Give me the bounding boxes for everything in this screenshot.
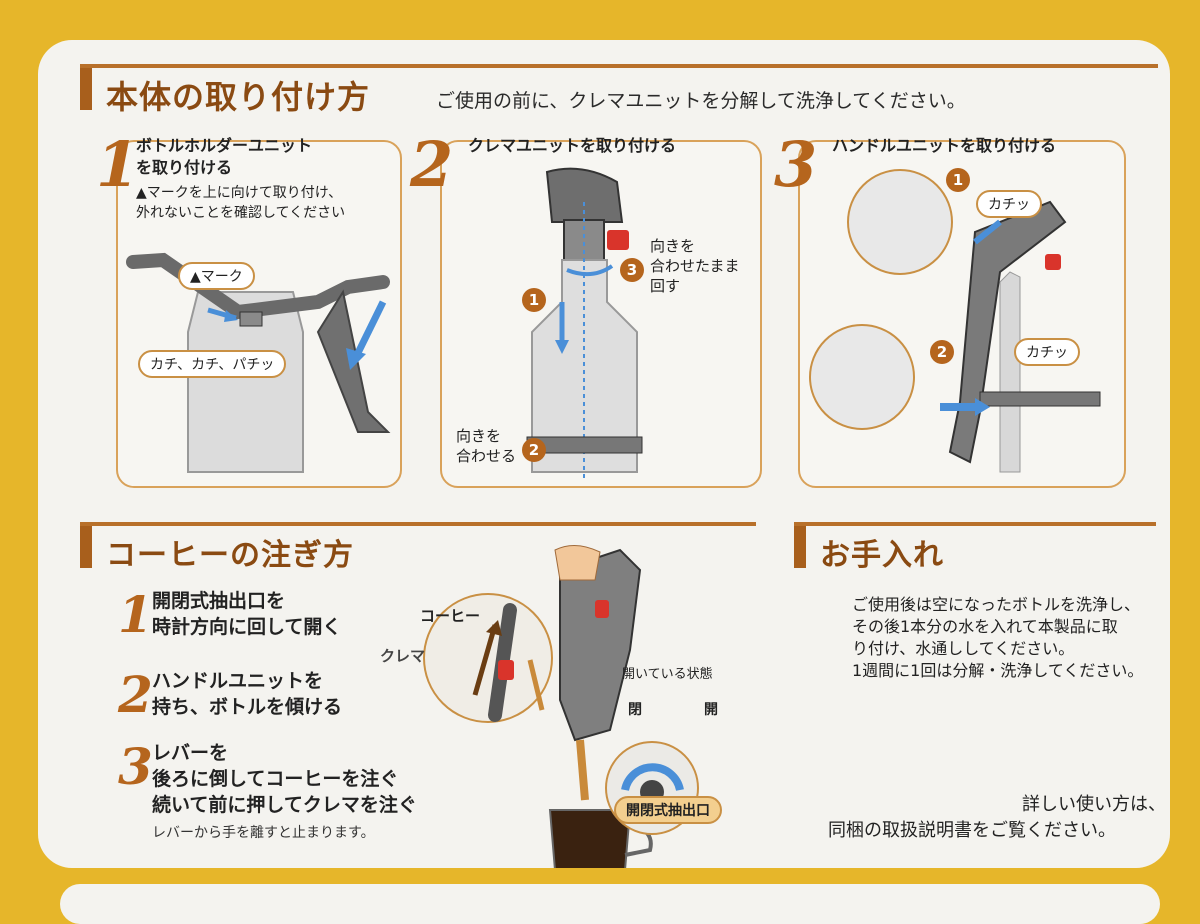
section-marker: [794, 522, 806, 568]
pour-step-2-line-2: 持ち、ボトルを傾ける: [152, 696, 343, 718]
pour-step-1-line-2: 時計方向に回して開く: [152, 616, 342, 638]
pour-title: コーヒーの注ぎ方: [106, 538, 354, 573]
install-step-2-number: 2: [410, 128, 454, 201]
spout-label: 開閉式抽出口: [614, 796, 722, 824]
step-2-circle-3: 3: [620, 258, 644, 282]
align-bottom-1: 向きを: [456, 427, 502, 445]
footer-line-1: 詳しい使い方は、: [1022, 794, 1166, 815]
handle-unit-illustration: [809, 169, 1101, 473]
install-step-2-title: クレマユニットを取り付ける: [468, 136, 677, 155]
pour-step-1-line-1: 開閉式抽出口を: [152, 590, 286, 612]
install-step-3-title: ハンドルユニットを取り付ける: [832, 136, 1057, 155]
bottle-holder-illustration: [126, 252, 391, 473]
section-marker: [80, 64, 92, 110]
install-step-1-title-1: ボトルホルダーユニット: [136, 136, 313, 155]
footer-line-2: 同梱の取扱説明書をご覧ください。: [828, 820, 1116, 841]
align-bottom-2: 合わせる: [456, 447, 517, 465]
align-top-3: 回す: [650, 277, 681, 295]
pour-step-3-line-1: レバーを: [152, 742, 229, 764]
open-label: 開: [704, 702, 718, 718]
pour-step-3-line-2: 後ろに倒してコーヒーを注ぐ: [152, 768, 399, 790]
install-step-1-desc-1: ▲マークを上に向けて取り付け、: [136, 185, 343, 201]
install-step-1-title-2: を取り付ける: [136, 158, 233, 177]
install-step-3-number: 3: [774, 128, 818, 201]
pour-step-3-line-3: 続いて前に押してクレマを注ぐ: [152, 794, 417, 816]
pour-step-2-line-1: ハンドルユニットを: [152, 670, 324, 692]
section-marker: [80, 522, 92, 568]
pour-step-1-number: 1: [118, 585, 153, 644]
install-title: 本体の取り付け方: [106, 78, 371, 116]
pour-step-2-number: 2: [118, 665, 153, 724]
align-top-1: 向きを: [650, 237, 696, 255]
install-step-3-panel: [798, 140, 1126, 488]
lever-crema-label: クレマ: [380, 647, 426, 665]
step-3-circle-2: 2: [930, 340, 954, 364]
section-rule: [80, 522, 756, 526]
care-title: お手入れ: [820, 538, 944, 573]
pour-note: レバーから手を離すと止まります。: [152, 825, 375, 841]
section-rule: [80, 64, 1158, 68]
install-step-1-number: 1: [96, 128, 140, 201]
closed-label: 閉: [628, 702, 642, 718]
lever-coffee-label: コーヒー: [420, 607, 481, 625]
install-step-2-panel: [440, 140, 762, 488]
install-step-1-panel: [116, 140, 402, 488]
align-top-2: 合わせたまま: [650, 257, 740, 275]
step-2-circle-1: 1: [522, 288, 546, 312]
care-line-1: ご使用後は空になったボトルを洗浄し、: [852, 595, 1141, 614]
step-3-circle-1: 1: [946, 168, 970, 192]
click-callout-bottom: カチッ: [1014, 338, 1080, 366]
click-callout-top: カチッ: [976, 190, 1042, 218]
section-rule: [794, 522, 1156, 526]
care-line-2: その後1本分の水を入れて本製品に取: [852, 617, 1118, 636]
care-line-3: り付け、水通ししてください。: [852, 639, 1075, 658]
install-subtitle: ご使用の前に、クレマユニットを分解して洗浄してください。: [436, 90, 966, 112]
care-line-4: 1週間に1回は分解・洗浄してください。: [852, 661, 1144, 680]
crema-unit-illustration: [526, 167, 643, 482]
pour-step-3-number: 3: [118, 737, 153, 796]
mark-callout: ▲マーク: [178, 262, 255, 290]
lower-card-edge: [60, 884, 1160, 924]
step-2-circle-2: 2: [522, 438, 546, 462]
click-callout: カチ、カチ、パチッ: [138, 350, 287, 378]
install-step-1-desc-2: 外れないことを確認してください: [136, 205, 346, 221]
instruction-card: 本体の取り付け方 ご使用の前に、クレマユニットを分解して洗浄してください。 1 …: [38, 40, 1170, 868]
open-state-label: 開いている状態: [622, 667, 713, 682]
